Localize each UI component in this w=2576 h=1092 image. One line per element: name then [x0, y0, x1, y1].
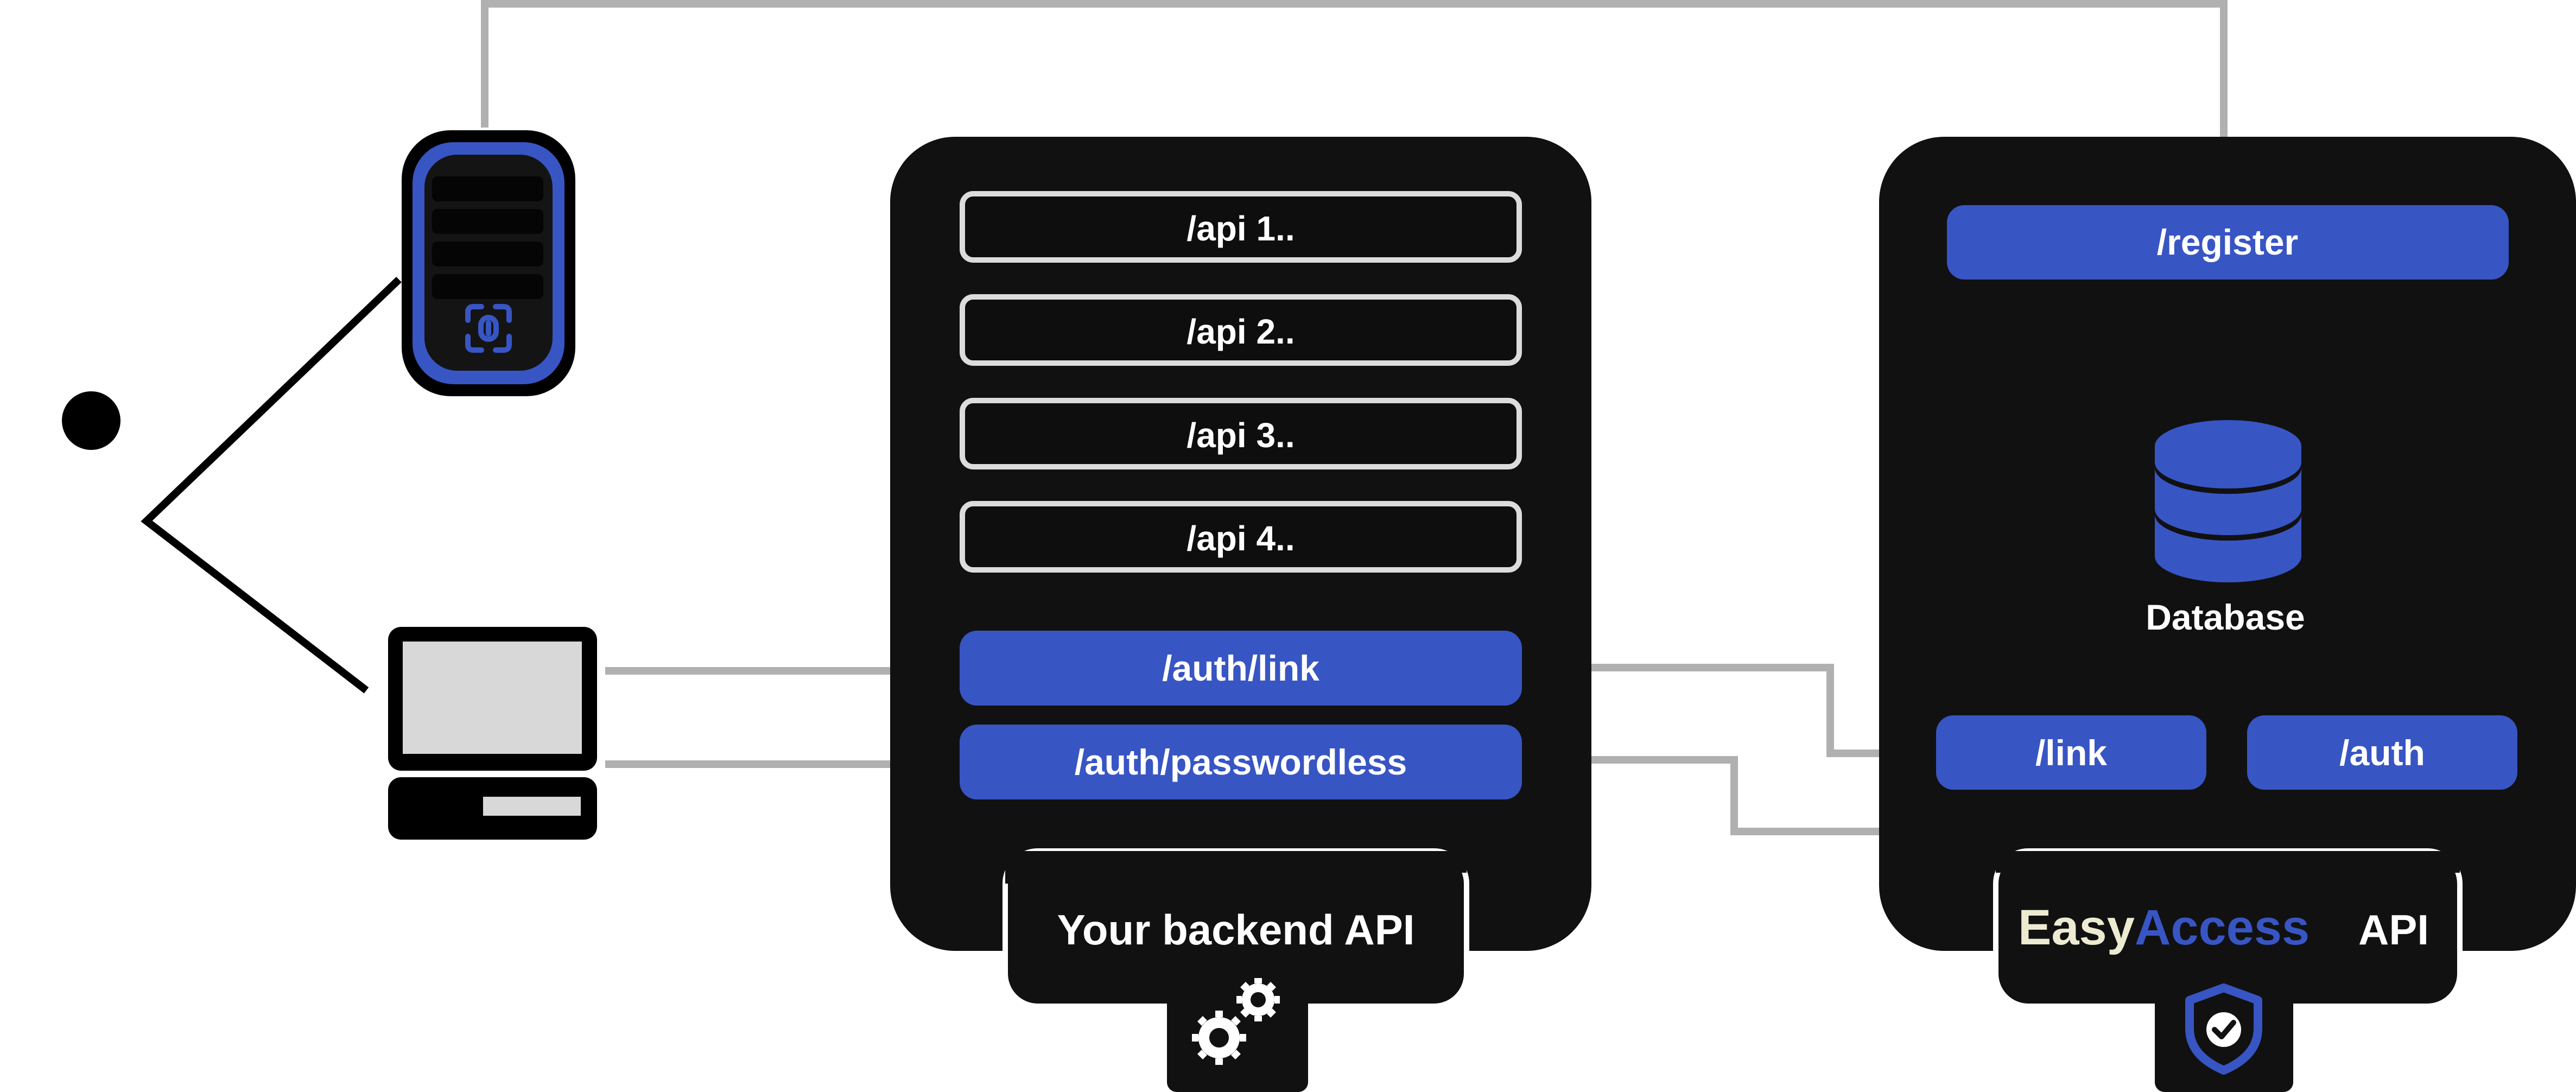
api-route-3: [960, 398, 1522, 469]
auth-link-route: [960, 631, 1522, 706]
user-node-icon: [62, 391, 120, 450]
face-id-icon: [465, 304, 512, 353]
gears-icon: [1192, 978, 1280, 1065]
auth-link-route-label: /auth/link: [1162, 648, 1319, 688]
api-route-1-label: /api 1..: [1187, 209, 1295, 248]
link-endpoint-label: /link: [2035, 733, 2107, 773]
database-icon: [2155, 420, 2301, 582]
api-route-2: [960, 294, 1522, 366]
backend-api-title: Your backend API: [1057, 906, 1415, 954]
database-label: Database: [2146, 597, 2305, 637]
auth-passwordless-route: [960, 725, 1522, 799]
api-route-4-label: /api 4..: [1187, 519, 1295, 558]
register-endpoint-label: /register: [2157, 222, 2298, 262]
auth-passwordless-route-label: /auth/passwordless: [1075, 742, 1407, 782]
easyaccess-brand-access: Access: [2135, 900, 2309, 955]
phone-icon: [402, 130, 575, 396]
desktop-computer-icon: [388, 627, 597, 840]
backend-api-panel: /api 1.. /api 2.. /api 3.. /api 4.. /aut…: [890, 137, 1591, 1092]
api-route-4: [960, 501, 1522, 573]
user-node: [62, 276, 402, 694]
register-endpoint: [1947, 205, 2509, 280]
api-route-2-label: /api 2..: [1187, 312, 1295, 351]
easyaccess-title-suffix: API: [2358, 906, 2429, 954]
api-route-3-label: /api 3..: [1187, 416, 1295, 455]
api-route-1: [960, 191, 1522, 263]
user-branch-lines: [141, 276, 402, 694]
easyaccess-brand-easy: Easy: [2018, 900, 2135, 955]
connector-phone-register: [481, 0, 2228, 196]
easyaccess-title: EasyAccess: [2018, 900, 2309, 955]
auth-endpoint-label: /auth: [2339, 733, 2425, 773]
auth-endpoint: [2247, 715, 2517, 790]
link-endpoint: [1936, 715, 2206, 790]
easyaccess-api-panel: /register Database /link /auth EasyAcces…: [1879, 137, 2576, 1092]
shield-check-icon: [2185, 983, 2262, 1075]
